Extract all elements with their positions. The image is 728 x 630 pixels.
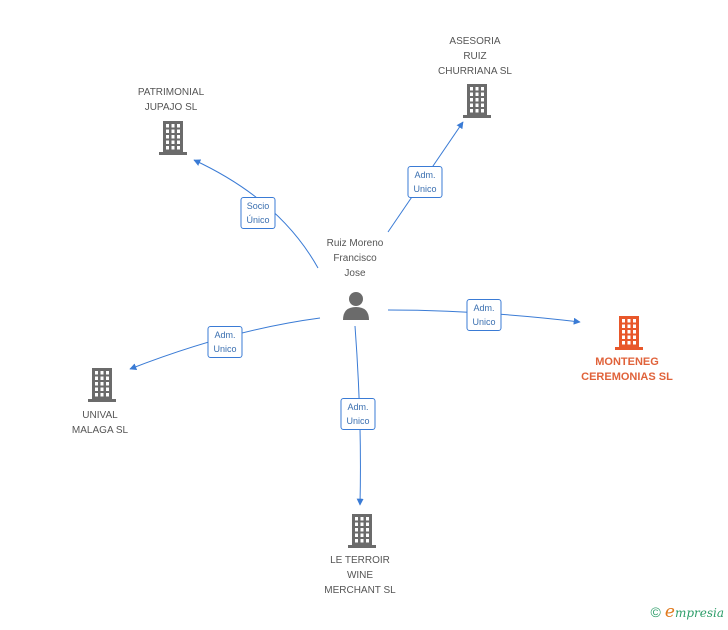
building-icon[interactable]: [348, 514, 376, 548]
node-label-patrimonial[interactable]: PATRIMONIAL JUPAJO SL: [137, 87, 205, 113]
building-icon[interactable]: [615, 316, 643, 350]
edge-label-leterroir: Adm. Unico: [340, 398, 376, 430]
brand-name: mpresia: [674, 606, 724, 620]
edge-label-monteneg: Adm. Unico: [466, 299, 502, 331]
node-label-unival[interactable]: UNIVAL MALAGA SL: [71, 410, 129, 436]
building-icon[interactable]: [159, 121, 187, 155]
node-label-monteneg[interactable]: MONTENEG CEREMONIAS SL: [581, 356, 673, 383]
node-label-leterroir[interactable]: LE TERROIR WINE MERCHANT SL: [324, 555, 396, 596]
building-icon[interactable]: [88, 368, 116, 402]
building-icon[interactable]: [463, 84, 491, 118]
edge-label-asesoria: Adm. Unico: [407, 166, 443, 198]
copyright-icon: ©: [650, 604, 661, 620]
center-person-label: Ruiz Moreno Francisco Jose: [326, 238, 384, 279]
person-icon[interactable]: [341, 290, 371, 320]
edge-label-patrimonial: Socio Único: [240, 197, 276, 229]
footer-brand: ©empresia: [651, 602, 724, 622]
edge-label-unival: Adm. Unico: [207, 326, 243, 358]
node-label-asesoria[interactable]: ASESORIA RUIZ CHURRIANA SL: [438, 36, 512, 77]
brand-initial: e: [664, 602, 675, 622]
